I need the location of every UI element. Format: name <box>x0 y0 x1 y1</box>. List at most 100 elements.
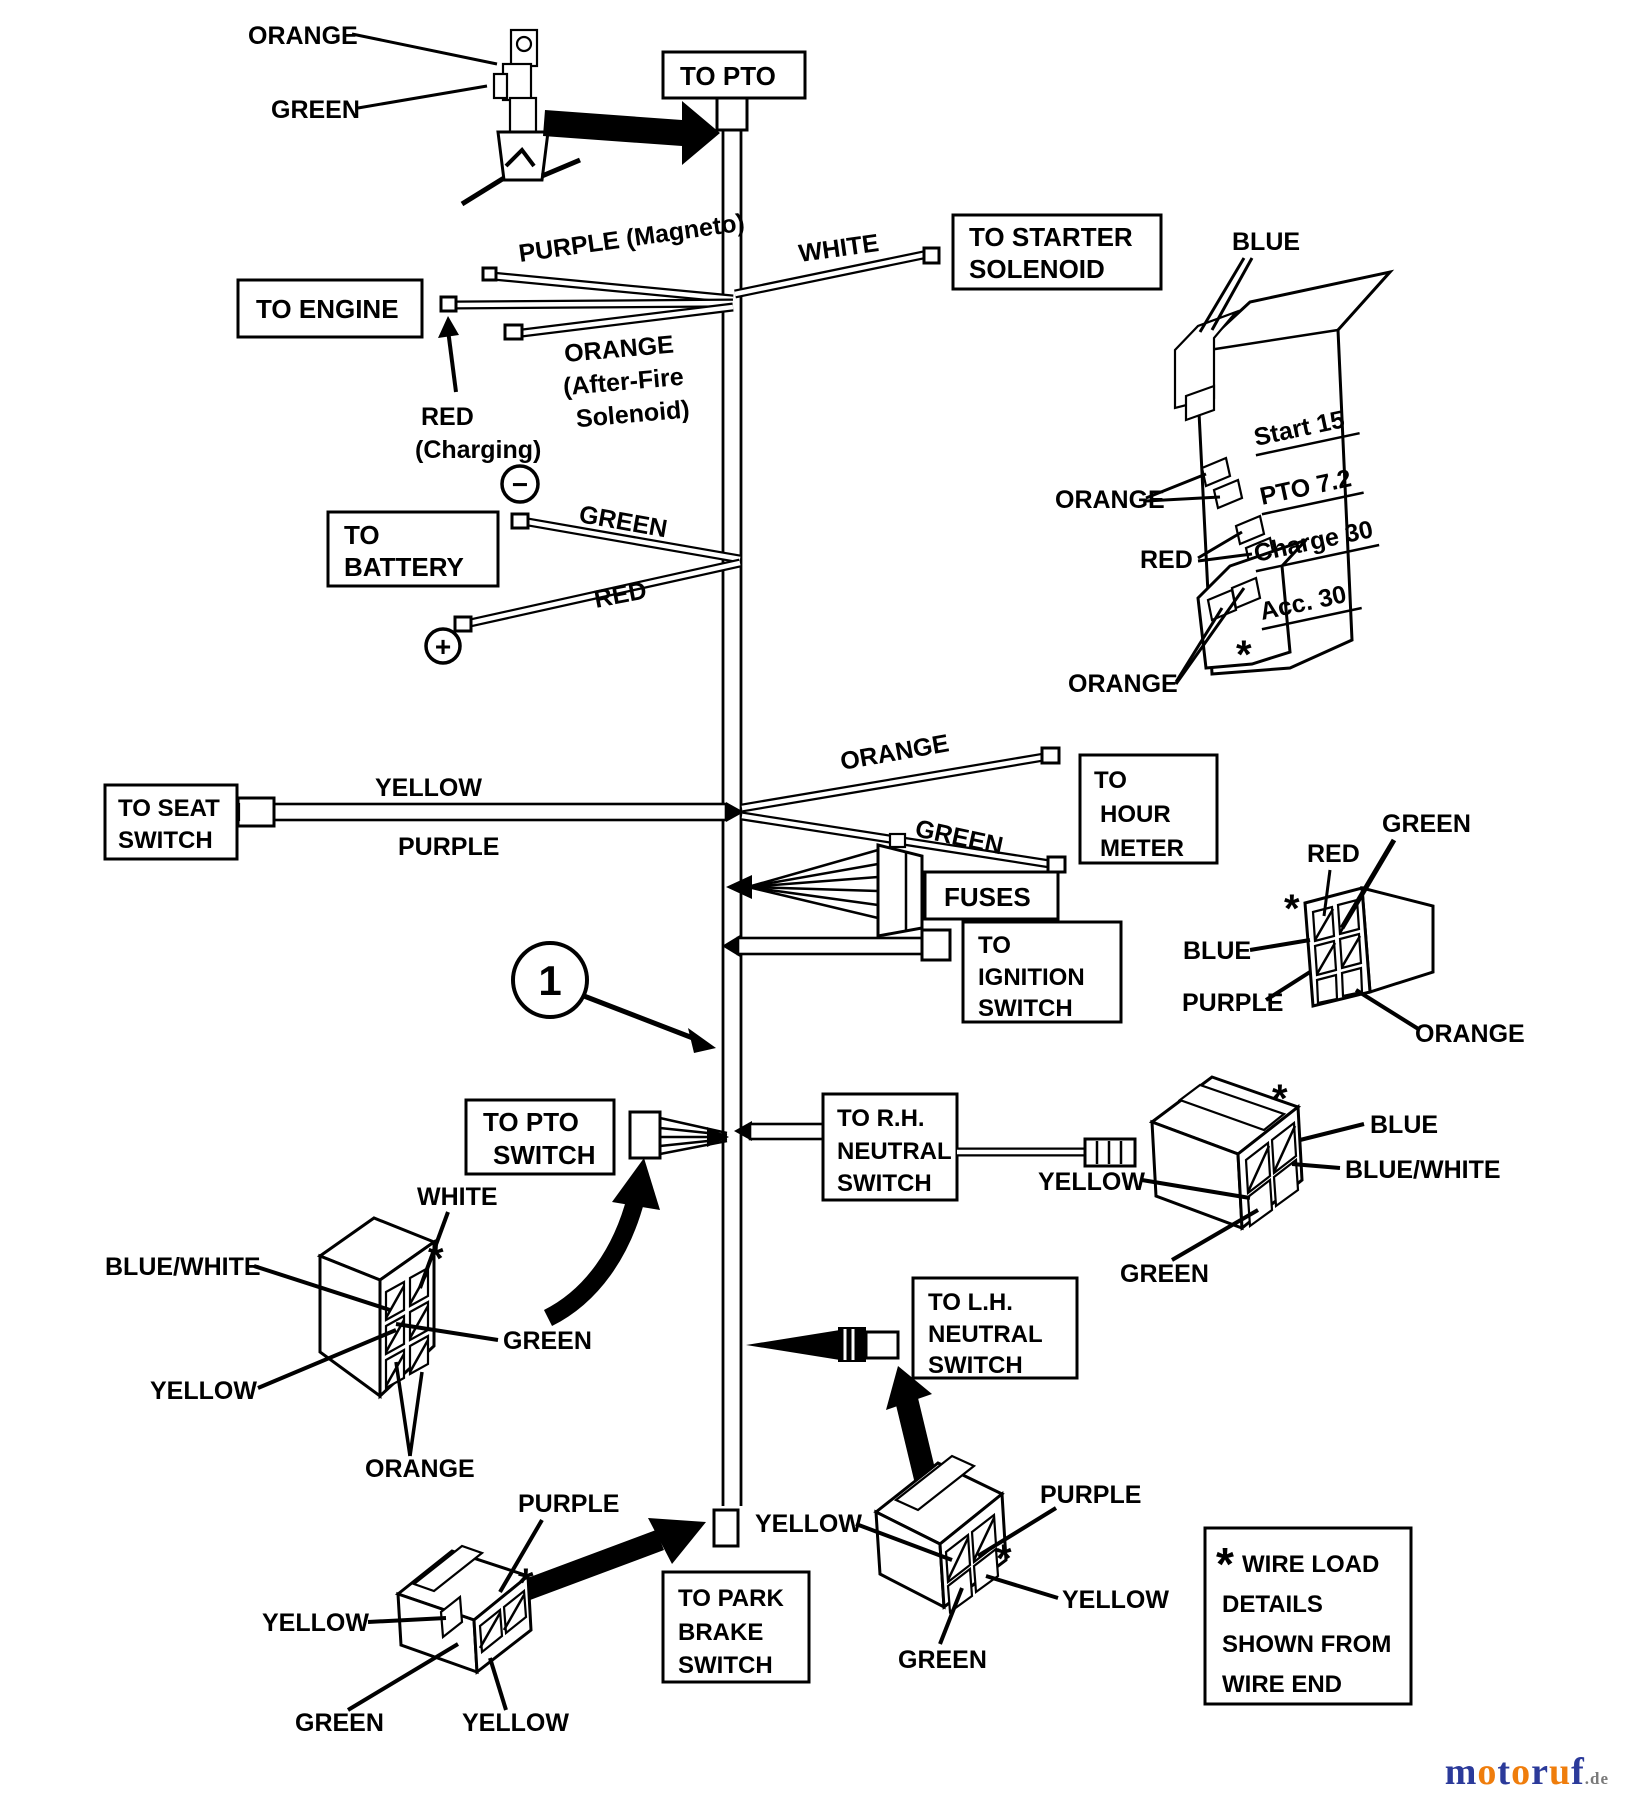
conn-park-purple-label: PURPLE <box>518 1490 619 1518</box>
conn-mid-blue-label: BLUE <box>1183 937 1251 965</box>
svg-text:WIRE END: WIRE END <box>1222 1671 1342 1698</box>
top-orange-label: ORANGE <box>248 22 358 50</box>
seat-wire <box>270 802 728 822</box>
watermark-tld: .de <box>1584 1769 1609 1788</box>
callout-to-seat-switch: TO SEAT SWITCH <box>103 783 239 861</box>
svg-text:TO: TO <box>344 520 380 550</box>
conn-park-yellow-left-label: YELLOW <box>262 1609 369 1637</box>
svg-text:METER: METER <box>1100 835 1184 862</box>
rh-label-wire <box>748 1122 825 1141</box>
conn-mid-orange-label: ORANGE <box>1415 1020 1525 1048</box>
conn-mid-asterisk: * <box>1284 887 1300 931</box>
callout-to-engine: TO ENGINE <box>236 278 424 339</box>
harness-top-connector <box>715 94 749 132</box>
ignition-group: TO IGNITION SWITCH <box>722 920 1123 1024</box>
svg-text:−: − <box>512 469 528 500</box>
callout-to-starter-solenoid: TO STARTER SOLENOID <box>951 213 1163 291</box>
ignition-wire <box>736 936 926 956</box>
fuse-blue-label: BLUE <box>1232 228 1300 256</box>
red-wire-terminal <box>439 295 458 313</box>
purple-wire-terminal <box>481 266 498 282</box>
battery-minus-symbol <box>500 464 540 504</box>
note-asterisk: * <box>1216 1538 1234 1590</box>
fuse-block-group: Start 15 PTO 7.2 Charge 30 Acc. 30 BLUE … <box>1055 228 1395 698</box>
conn-left-yellow-label: YELLOW <box>150 1377 257 1405</box>
item-1-number: 1 <box>538 957 561 1004</box>
pto-connector-part <box>460 28 581 207</box>
battery-red-terminal <box>453 615 473 633</box>
svg-text:IGNITION: IGNITION <box>978 964 1085 991</box>
hour-orange-label: ORANGE <box>838 729 951 776</box>
rh-neutral-group: TO R.H. NEUTRAL SWITCH * BLUE BLUE/WHITE <box>734 1075 1501 1288</box>
svg-text:SWITCH: SWITCH <box>493 1140 596 1170</box>
seat-switch-group: YELLOW PURPLE TO SEAT SWITCH <box>103 774 744 861</box>
conn-lh-yellow-left-label: YELLOW <box>755 1510 862 1538</box>
conn-rh-green-label: GREEN <box>1120 1260 1209 1288</box>
conn-lh-asterisk: * <box>996 1537 1012 1581</box>
red-charging-label: RED (Charging) <box>415 403 541 464</box>
svg-text:TO R.H.: TO R.H. <box>837 1105 925 1132</box>
callout-to-lh-neutral-switch: TO L.H. NEUTRAL SWITCH <box>911 1276 1079 1380</box>
wire-load-note: * WIRE LOAD DETAILS SHOWN FROM WIRE END <box>1203 1526 1413 1706</box>
lh-wire-terminal <box>864 1330 900 1360</box>
svg-text:TO STARTER: TO STARTER <box>969 222 1133 252</box>
fuse-orange-bottom-label: ORANGE <box>1068 670 1178 698</box>
conn-park-yellow-bottom-label: YELLOW <box>462 1709 569 1737</box>
conn-mid-red-label: RED <box>1307 840 1360 868</box>
connector-bottom-left-group: PURPLE * YELLOW GREEN YELLOW <box>262 1490 706 1737</box>
park-brake-group: TO PARK BRAKE SWITCH <box>661 1570 811 1684</box>
hour-green-terminal <box>1046 855 1067 874</box>
pto-switch-connector <box>628 1110 662 1160</box>
svg-text:BRAKE: BRAKE <box>678 1619 763 1646</box>
callout-to-battery: TO BATTERY <box>326 510 500 588</box>
svg-text:SWITCH: SWITCH <box>978 995 1073 1022</box>
starter-group: TO STARTER SOLENOID <box>951 213 1163 291</box>
battery-group: − + GREEN RED TO BATTERY <box>326 464 741 665</box>
svg-text:SWITCH: SWITCH <box>118 827 213 854</box>
svg-text:+: + <box>435 631 451 662</box>
top-green-label: GREEN <box>271 96 360 124</box>
svg-text:WIRE LOAD: WIRE LOAD <box>1242 1551 1379 1578</box>
svg-text:TO PTO: TO PTO <box>483 1107 579 1137</box>
white-wire-terminal <box>922 246 941 265</box>
park-arrow-shaft <box>506 1530 664 1606</box>
svg-text:BATTERY: BATTERY <box>344 552 464 582</box>
battery-red-label: RED <box>592 576 649 614</box>
conn-rh-asterisk: * <box>1272 1077 1288 1121</box>
svg-text:(Charging): (Charging) <box>415 436 541 464</box>
svg-text:TO L.H.: TO L.H. <box>928 1289 1013 1316</box>
lh-arrow-shaft <box>896 1398 937 1484</box>
callout-to-pto: TO PTO <box>661 50 807 100</box>
orange-wire-terminal <box>503 323 524 341</box>
svg-text:SWITCH: SWITCH <box>928 1352 1023 1379</box>
seat-yellow-label: YELLOW <box>375 774 482 802</box>
callout-to-pto-switch: TO PTO SWITCH <box>464 1098 616 1176</box>
svg-text:TO: TO <box>1094 767 1127 794</box>
conn-rh-bluewhite-label: BLUE/WHITE <box>1345 1156 1501 1184</box>
hour-orange-terminal <box>1040 746 1061 765</box>
battery-green-terminal <box>510 512 530 530</box>
main-harness <box>712 56 749 1548</box>
pto-switch-group: TO PTO SWITCH <box>464 1098 729 1327</box>
battery-plus-symbol <box>424 627 462 665</box>
connector-mid-right-body <box>1360 886 1435 995</box>
svg-text:RED: RED <box>421 403 474 431</box>
conn-lh-green-label: GREEN <box>898 1646 987 1674</box>
callout-fuses: FUSES <box>923 870 1060 921</box>
conn-left-green-label: GREEN <box>503 1327 592 1355</box>
conn-lh-yellow-right-label: YELLOW <box>1062 1586 1169 1614</box>
callout-to-park-brake-switch: TO PARK BRAKE SWITCH <box>661 1570 811 1684</box>
fuse-asterisk: * <box>1236 633 1252 677</box>
callout-to-ignition-switch: TO IGNITION SWITCH <box>961 920 1123 1024</box>
svg-text:TO SEAT: TO SEAT <box>118 795 220 822</box>
conn-park-asterisk: * <box>518 1561 534 1605</box>
conn-lh-purple-label: PURPLE <box>1040 1481 1141 1509</box>
seat-purple-label: PURPLE <box>398 833 499 861</box>
lh-arrow-head <box>886 1366 932 1410</box>
fuse-holder-group: FUSES <box>726 832 1060 938</box>
connector-left-side <box>318 1253 382 1399</box>
fuse-holder <box>876 843 924 938</box>
park-arrow-head <box>648 1518 706 1564</box>
svg-text:TO PARK: TO PARK <box>678 1585 784 1612</box>
ignition-terminal <box>920 928 952 962</box>
